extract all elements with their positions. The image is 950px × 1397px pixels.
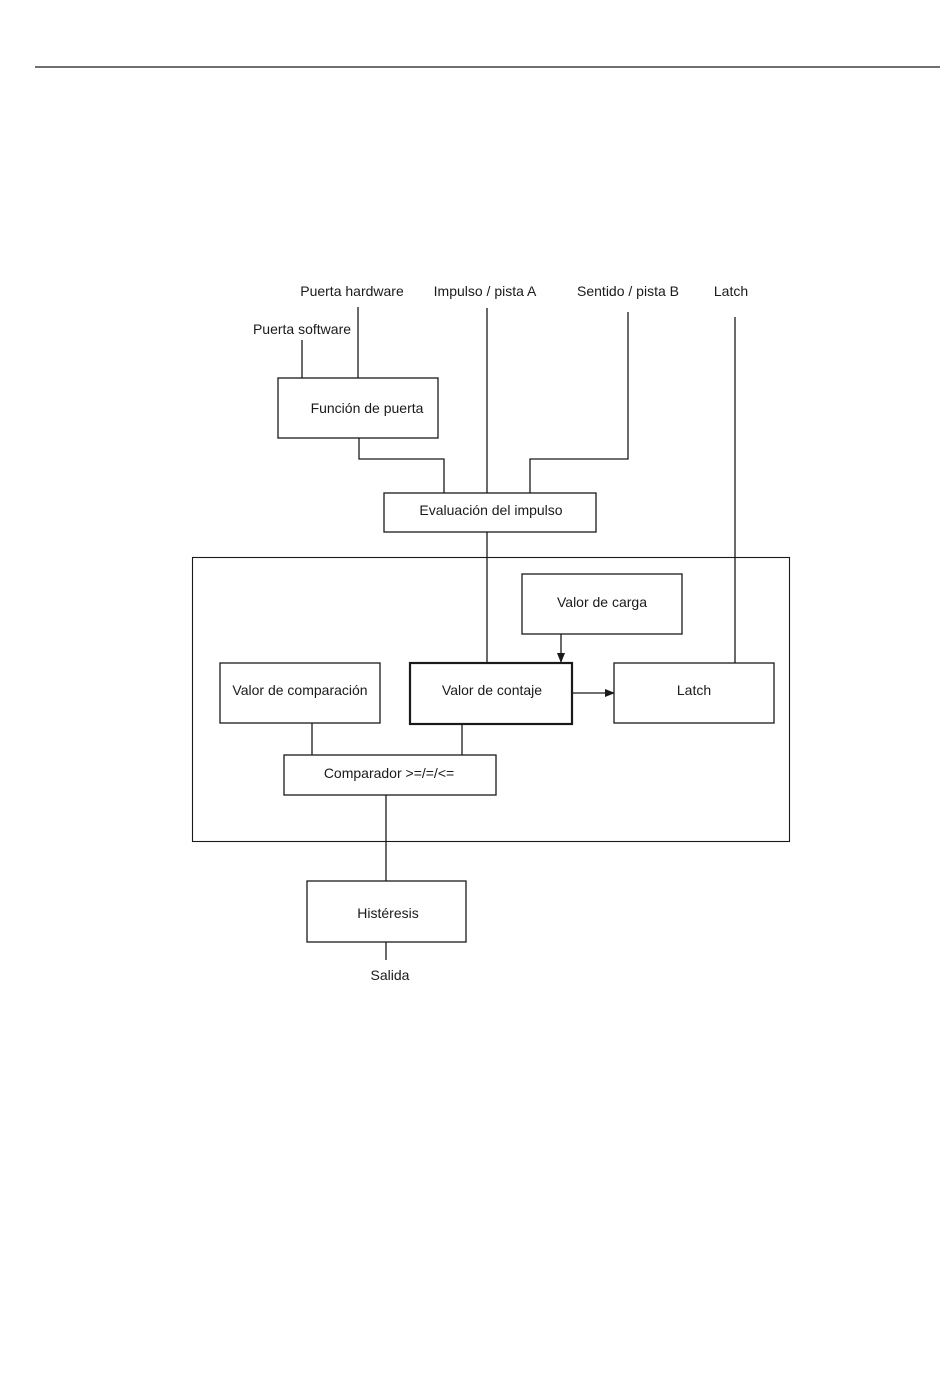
count-value-block: Valor de contaje — [410, 663, 572, 724]
latch-label: Latch — [677, 682, 711, 698]
count-value-label: Valor de contaje — [442, 682, 542, 698]
gate-function-block: Función de puerta — [278, 378, 438, 438]
input-label-software-gate: Puerta software — [253, 321, 351, 337]
latch-block: Latch — [614, 663, 774, 723]
input-label-pulse-track-a: Impulso / pista A — [434, 283, 537, 299]
wire-gate-to-evaluation — [359, 438, 444, 493]
pulse-evaluation-label: Evaluación del impulso — [419, 502, 562, 518]
output-label: Salida — [371, 967, 410, 983]
hysteresis-label: Histéresis — [357, 905, 418, 921]
compare-value-label: Valor de comparación — [232, 682, 367, 698]
hysteresis-block: Histéresis — [307, 881, 466, 942]
input-label-latch: Latch — [714, 283, 748, 299]
input-label-direction-track-b: Sentido / pista B — [577, 283, 679, 299]
load-value-block: Valor de carga — [522, 574, 682, 634]
pulse-evaluation-block: Evaluación del impulso — [384, 493, 596, 532]
input-label-hardware-gate: Puerta hardware — [300, 283, 404, 299]
load-value-label: Valor de carga — [557, 594, 647, 610]
comparator-label: Comparador >=/=/<= — [324, 765, 454, 781]
gate-function-label: Función de puerta — [311, 400, 424, 416]
comparator-block: Comparador >=/=/<= — [284, 755, 496, 795]
compare-value-block: Valor de comparación — [220, 663, 380, 723]
wire-direction-track-b — [530, 312, 628, 493]
